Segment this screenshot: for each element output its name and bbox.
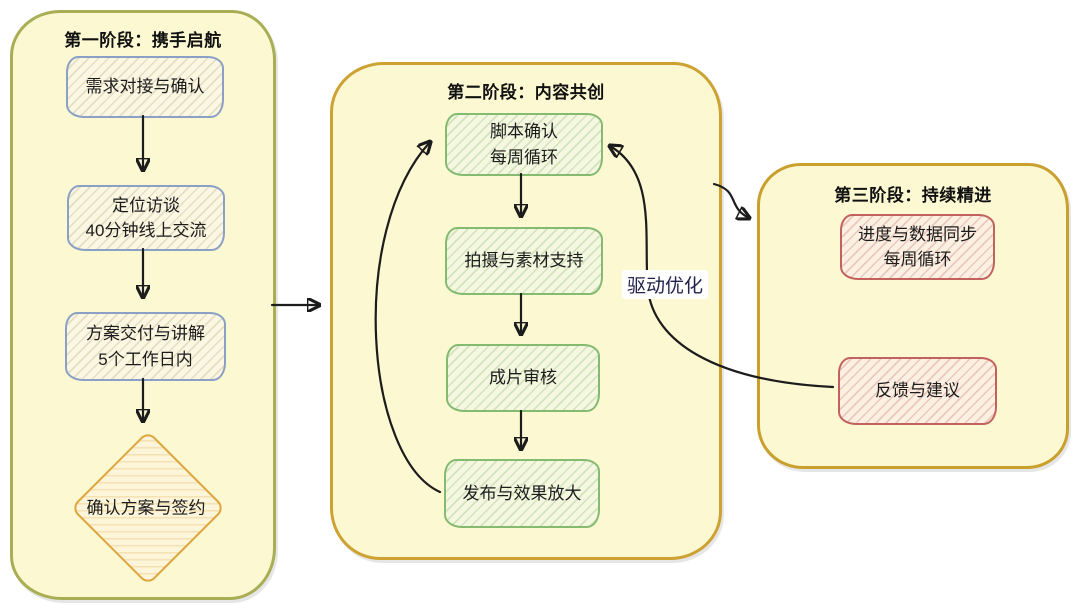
phase-3-container: 第三阶段：持续精进 进度与数据同步 每周循环 反馈与建议 xyxy=(757,163,1069,469)
node-label: 反馈与建议 xyxy=(875,381,960,401)
node-script-confirm: 脚本确认 每周循环 xyxy=(445,113,603,176)
phase-1-title: 第一阶段：携手启航 xyxy=(64,31,222,50)
node-label: 进度与数据同步 每周循环 xyxy=(858,224,977,270)
edge-label-drive-optimization: 驱动优化 xyxy=(622,270,709,299)
node-label: 脚本确认 每周循环 xyxy=(490,122,558,167)
node-final-cut-review: 成片审核 xyxy=(446,344,600,412)
node-shooting-support: 拍摄与素材支持 xyxy=(445,227,603,295)
node-label: 需求对接与确认 xyxy=(85,77,205,97)
node-label: 确认方案与签约 xyxy=(86,498,206,518)
node-label: 成片审核 xyxy=(489,368,557,388)
node-label: 方案交付与讲解 5个工作日内 xyxy=(86,324,205,369)
node-label: 拍摄与素材支持 xyxy=(464,251,584,271)
node-label: 发布与效果放大 xyxy=(462,483,582,503)
node-requirement-confirm: 需求对接与确认 xyxy=(66,56,224,118)
node-publish-amplify: 发布与效果放大 xyxy=(444,459,600,528)
node-progress-data-sync: 进度与数据同步 每周循环 xyxy=(840,214,995,280)
node-confirm-and-sign: 确认方案与签约 xyxy=(70,430,226,586)
node-feedback-suggestions: 反馈与建议 xyxy=(838,357,997,425)
phase-2-title: 第二阶段：内容共创 xyxy=(447,83,605,102)
node-positioning-interview: 定位访谈 40分钟线上交流 xyxy=(67,185,225,251)
phase-2-container: 第二阶段：内容共创 脚本确认 每周循环 拍摄与素材支持 成片审核 发布与效果放大 xyxy=(330,62,722,560)
phase-1-container: 第一阶段：携手启航 需求对接与确认 定位访谈 40分钟线上交流 方案交付与讲解 … xyxy=(10,10,276,600)
phase-3-title: 第三阶段：持续精进 xyxy=(834,186,992,205)
node-plan-delivery: 方案交付与讲解 5个工作日内 xyxy=(65,312,226,381)
node-label: 定位访谈 40分钟线上交流 xyxy=(85,195,207,241)
